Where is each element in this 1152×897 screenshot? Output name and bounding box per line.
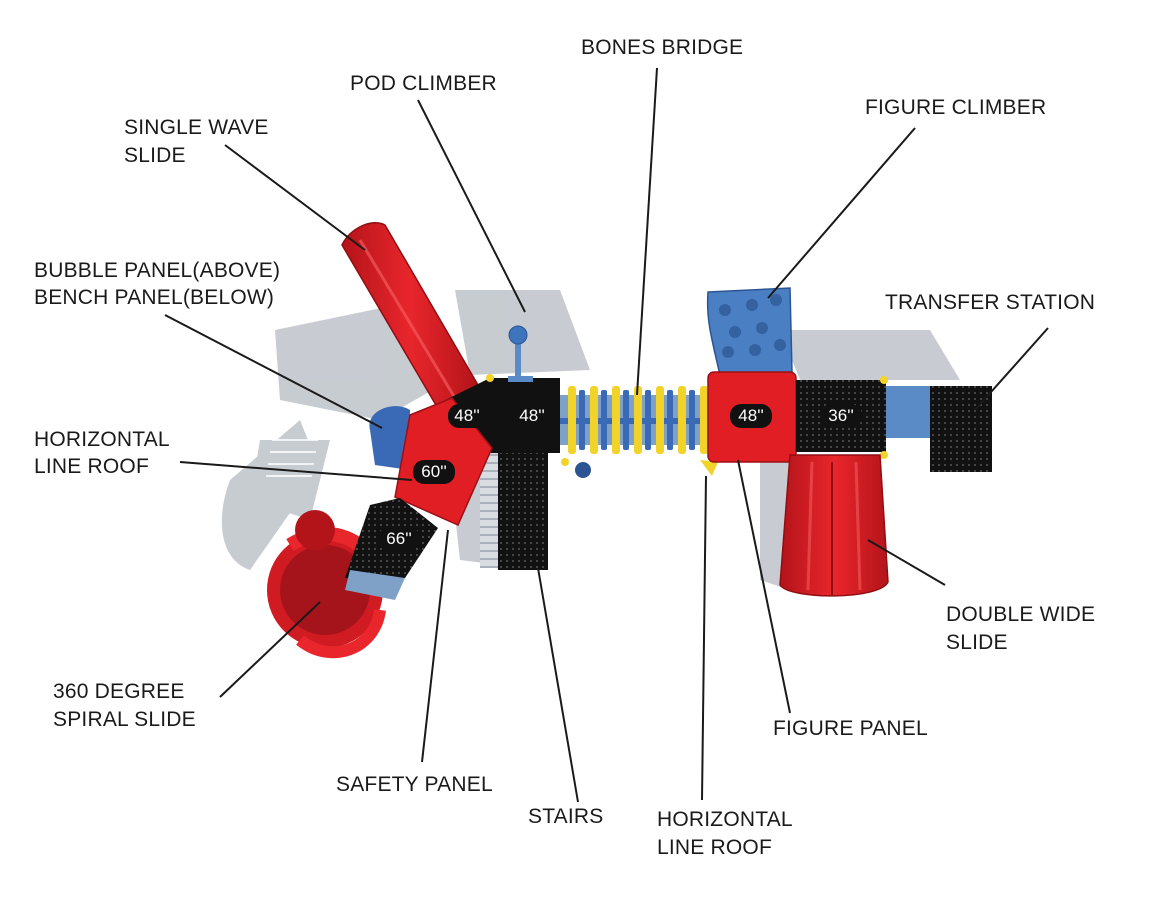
height-60-text: 60'' (421, 462, 446, 481)
pod-climber (508, 325, 591, 478)
label-horizontal-roof-left-line1: HORIZONTAL (34, 428, 170, 451)
label-bones-bridge: BONES BRIDGE (581, 36, 744, 59)
bones-bridge (560, 386, 718, 476)
label-horizontal-roof-bottom-line2: LINE ROOF (657, 836, 772, 859)
double-wide-slide (779, 454, 889, 597)
height-tag-60: 60'' (413, 460, 455, 484)
label-safety-panel: SAFETY PANEL (336, 773, 493, 796)
label-stairs: STAIRS (528, 805, 604, 828)
height-tag-48-left: 48'' (448, 404, 486, 428)
height-48-right-text: 48'' (738, 406, 763, 425)
height-66-text: 66'' (386, 529, 411, 548)
label-single-wave-slide-line1: SINGLE WAVE (124, 116, 269, 139)
label-bench-panel: BENCH PANEL(BELOW) (34, 286, 275, 309)
leader-bones-bridge (636, 67, 658, 396)
figure-climber (706, 287, 793, 376)
label-pod-climber: POD CLIMBER (350, 72, 497, 95)
height-tag-48-right: 48'' (730, 404, 772, 428)
leader-stairs (537, 567, 579, 803)
label-bubble-panel: BUBBLE PANEL(ABOVE) (34, 259, 281, 282)
leader-figure-panel (737, 459, 791, 714)
bubble-panel (369, 406, 410, 470)
leader-transfer-station (974, 327, 1049, 411)
leader-pod-climber (417, 99, 526, 313)
height-tag-48-center: 48'' (512, 404, 552, 428)
label-figure-climber: FIGURE CLIMBER (865, 96, 1047, 119)
single-wave-slide (341, 222, 479, 414)
height-48-left-text: 48'' (454, 406, 479, 425)
height-36-text: 36'' (828, 406, 853, 425)
spiral-slide (267, 510, 387, 659)
height-48-center-text: 48'' (519, 406, 544, 425)
leader-lines (164, 67, 1049, 803)
label-double-wide-slide-line1: DOUBLE WIDE (946, 603, 1096, 626)
label-double-wide-slide-line2: SLIDE (946, 631, 1008, 654)
shadow-ladder (266, 439, 318, 477)
leader-figure-climber (767, 127, 916, 299)
stairs-structure (480, 450, 548, 570)
height-tag-66: 66'' (378, 527, 420, 551)
height-tag-36: 36'' (820, 404, 862, 428)
leader-spiral-slide (219, 601, 321, 698)
leader-horizontal-roof-left (179, 461, 413, 481)
label-single-wave-slide-line2: SLIDE (124, 144, 186, 167)
label-transfer-station: TRANSFER STATION (885, 291, 1096, 314)
leader-bubble-panel (164, 314, 383, 429)
leader-horizontal-roof-bottom (701, 475, 707, 801)
leader-double-wide-slide (867, 539, 946, 586)
label-figure-panel: FIGURE PANEL (773, 717, 928, 740)
label-spiral-slide-line2: SPIRAL SLIDE (53, 708, 196, 731)
leader-safety-panel (421, 529, 449, 763)
label-spiral-slide-line1: 360 DEGREE (53, 680, 185, 703)
leader-single-wave-slide (224, 144, 366, 251)
transfer-station (886, 386, 992, 472)
label-horizontal-roof-bottom-line1: HORIZONTAL (657, 808, 793, 831)
label-horizontal-roof-left-line2: LINE ROOF (34, 455, 149, 478)
